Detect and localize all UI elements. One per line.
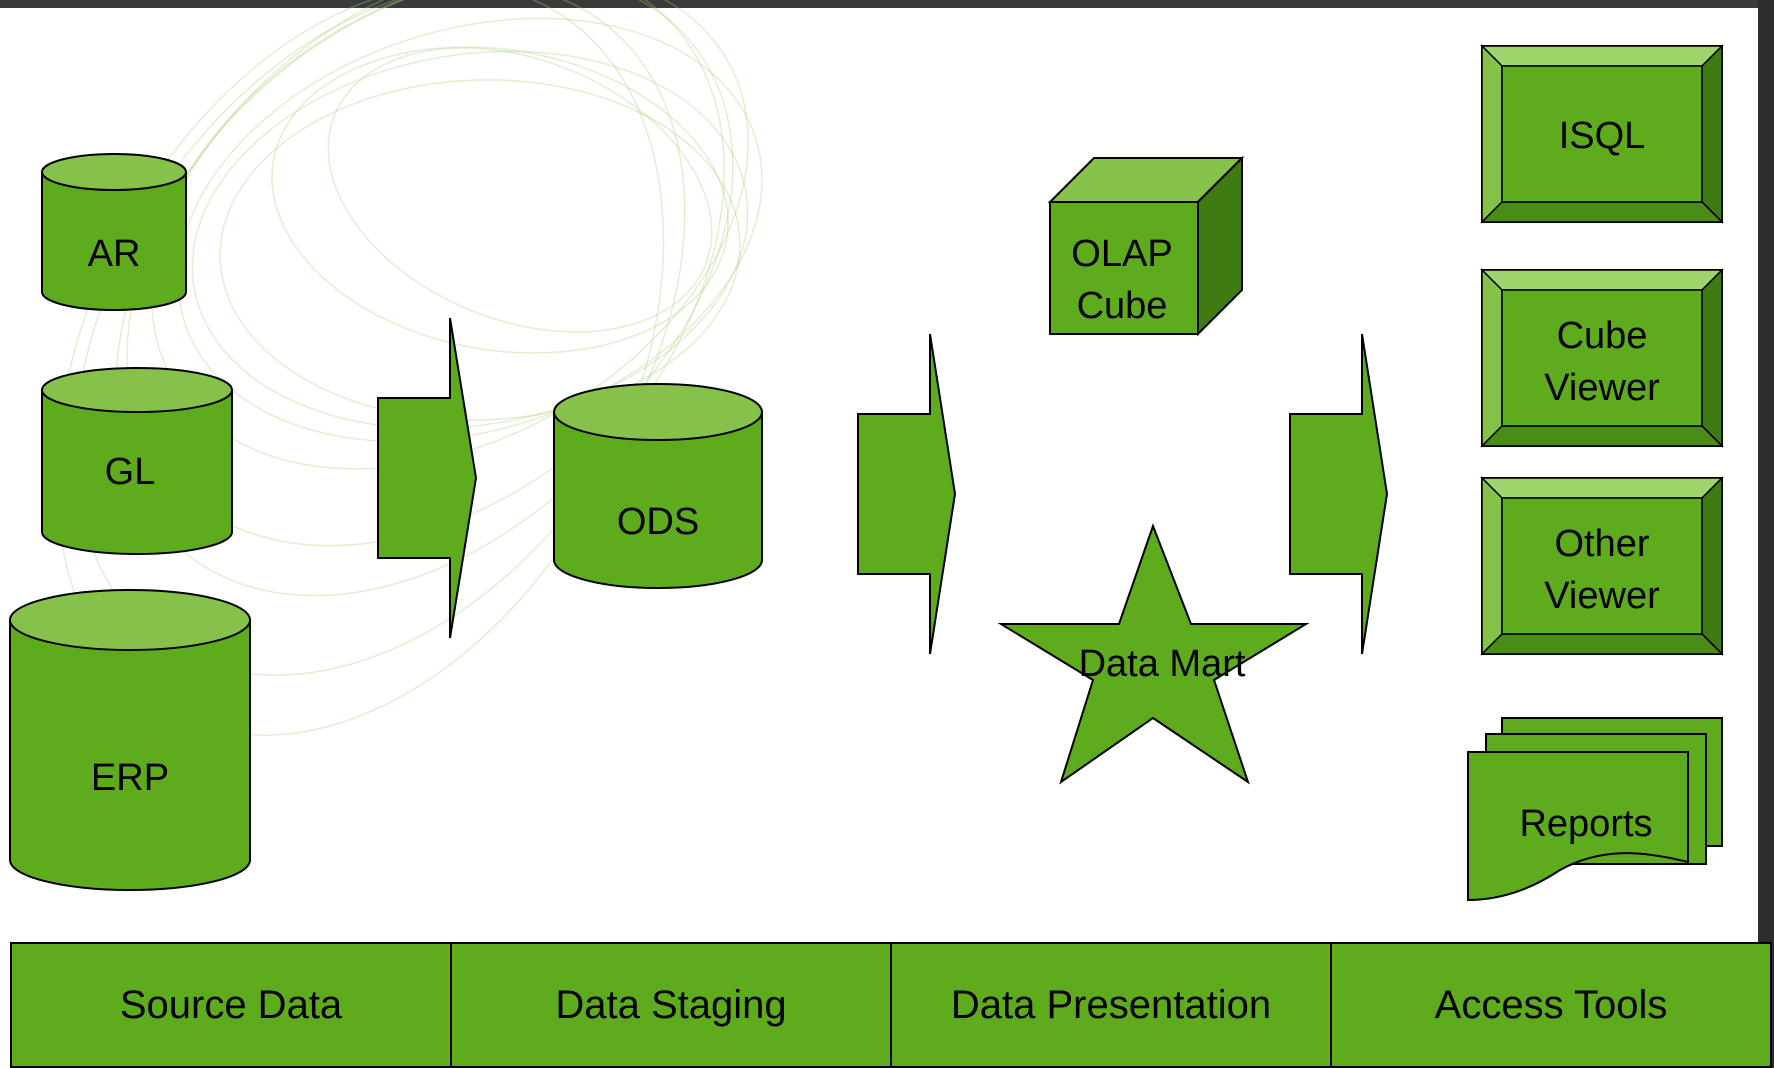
tool-other-viewer-label-line1: Other xyxy=(1554,523,1649,565)
flow-arrow-source-to-staging xyxy=(377,317,478,639)
source-ar-cylinder: AR xyxy=(41,153,187,311)
olap-cube-label-line2: Cube xyxy=(1077,285,1168,327)
layer-access-tools: Access Tools xyxy=(1434,982,1668,1027)
staging-ods-label: ODS xyxy=(617,501,699,543)
source-gl-label: GL xyxy=(105,451,156,493)
tool-reports-documents: Reports xyxy=(1467,717,1723,902)
right-edge-bar xyxy=(1758,0,1774,1068)
olap-cube-label-line1: OLAP xyxy=(1071,233,1172,275)
tool-other-viewer-bevel: Other Viewer xyxy=(1480,476,1724,656)
tool-cube-viewer-bevel: Cube Viewer xyxy=(1480,268,1724,448)
source-ar-label: AR xyxy=(88,233,141,275)
tool-cube-viewer-label-line1: Cube xyxy=(1557,315,1648,357)
layer-labels-bar: Source Data Data Staging Data Presentati… xyxy=(10,942,1772,1068)
flow-arrow-staging-to-presentation xyxy=(857,333,957,655)
tool-isql-label: ISQL xyxy=(1559,115,1646,157)
source-gl-cylinder: GL xyxy=(41,367,233,555)
source-erp-label: ERP xyxy=(91,757,169,799)
source-erp-cylinder: ERP xyxy=(9,589,251,891)
olap-cube: OLAP Cube xyxy=(1047,155,1245,337)
data-mart-label: Data Mart xyxy=(1079,643,1246,685)
staging-ods-cylinder: ODS xyxy=(553,383,763,589)
tool-isql-bevel: ISQL xyxy=(1480,44,1724,224)
layer-data-staging: Data Staging xyxy=(452,944,892,1066)
layer-data-presentation: Data Presentation xyxy=(892,944,1332,1066)
tool-other-viewer-label-line2: Viewer xyxy=(1544,575,1660,617)
tool-cube-viewer-label-line2: Viewer xyxy=(1544,367,1660,409)
data-mart-star: Data Mart xyxy=(997,523,1310,785)
top-edge-bar xyxy=(0,0,1774,8)
layer-source-data: Source Data xyxy=(12,944,452,1066)
warehouse-diagram: AR GL ERP ODS OLAP Cube Data Mart xyxy=(9,0,1724,902)
tool-reports-label: Reports xyxy=(1519,803,1652,845)
flow-arrow-presentation-to-tools xyxy=(1289,333,1389,655)
